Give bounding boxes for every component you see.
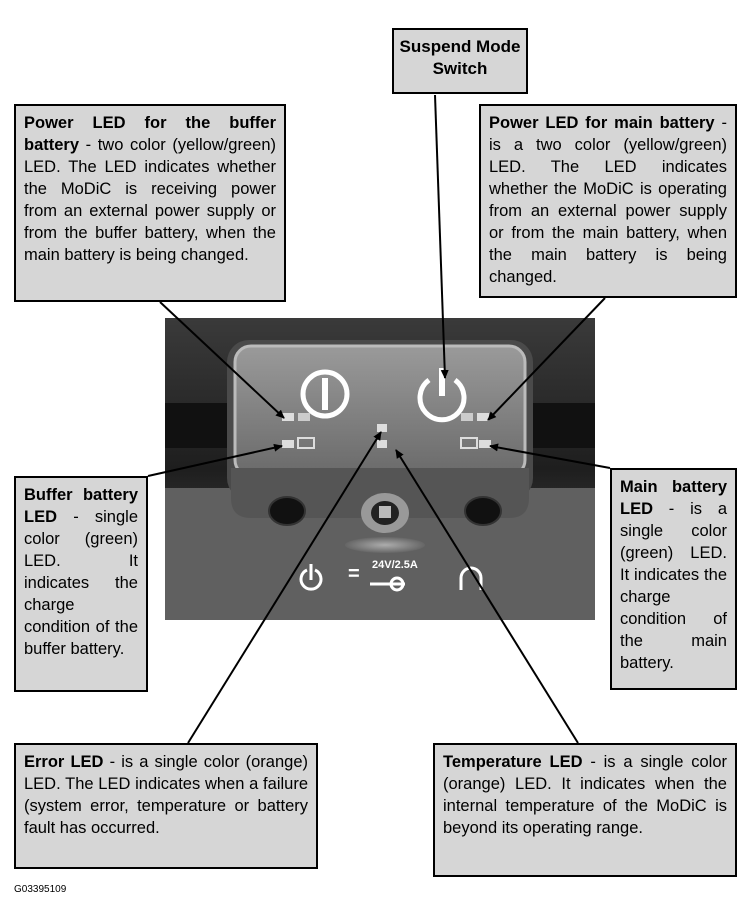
callout-text: - is a single color (green) LED. It indi…: [620, 500, 727, 672]
main-power-led: [477, 413, 489, 421]
callout-title: Power LED for main battery: [489, 114, 715, 132]
callout-buffer-battery-led: Buffer battery LED - single color (green…: [14, 476, 148, 692]
callout-title: Temperature LED: [443, 753, 583, 771]
callout-text: - is a single color (orange) LED. It ind…: [443, 753, 727, 837]
suspend-switch[interactable]: [417, 368, 467, 423]
callout-title: Buffer battery LED: [24, 486, 138, 526]
callout-title: Suspend Mode Switch: [399, 37, 521, 78]
power-connector: [361, 493, 409, 533]
main-battery-led: [479, 440, 491, 448]
callout-error-led: Error LED - is a single color (orange) L…: [14, 743, 318, 869]
callout-suspend-switch: Suspend Mode Switch: [392, 28, 528, 94]
device-photo: = 24V/2.5A: [165, 318, 595, 620]
callout-main-power-led: Power LED for main battery - is a two co…: [479, 104, 737, 298]
callout-title: Error LED: [24, 753, 104, 771]
temperature-led: [377, 440, 387, 448]
power-button-icon: [300, 369, 350, 419]
equals-symbol: =: [348, 563, 360, 585]
callout-title: Main battery LED: [620, 478, 727, 518]
figure-id: G03395109: [14, 884, 67, 895]
left-knob: [268, 496, 306, 526]
right-knob: [464, 496, 502, 526]
power-rating-label: 24V/2.5A: [372, 559, 418, 571]
callout-title: Power LED for the buffer battery: [24, 114, 276, 154]
callout-main-battery-led: Main battery LED - is a single color (gr…: [610, 468, 737, 690]
buffer-power-led: [282, 413, 294, 421]
callout-buffer-power-led: Power LED for the buffer battery - two c…: [14, 104, 286, 302]
callout-temperature-led: Temperature LED - is a single color (ora…: [433, 743, 737, 877]
callout-text: - is a single color (orange) LED. The LE…: [24, 753, 308, 837]
callout-text: - two color (yellow/green) LED. The LED …: [24, 136, 276, 264]
buffer-battery-led: [282, 440, 294, 448]
error-led: [377, 424, 387, 432]
callout-text: - is a two color (yellow/green) LED. The…: [489, 114, 727, 286]
callout-text: - single color (green) LED. It indicates…: [24, 508, 138, 658]
